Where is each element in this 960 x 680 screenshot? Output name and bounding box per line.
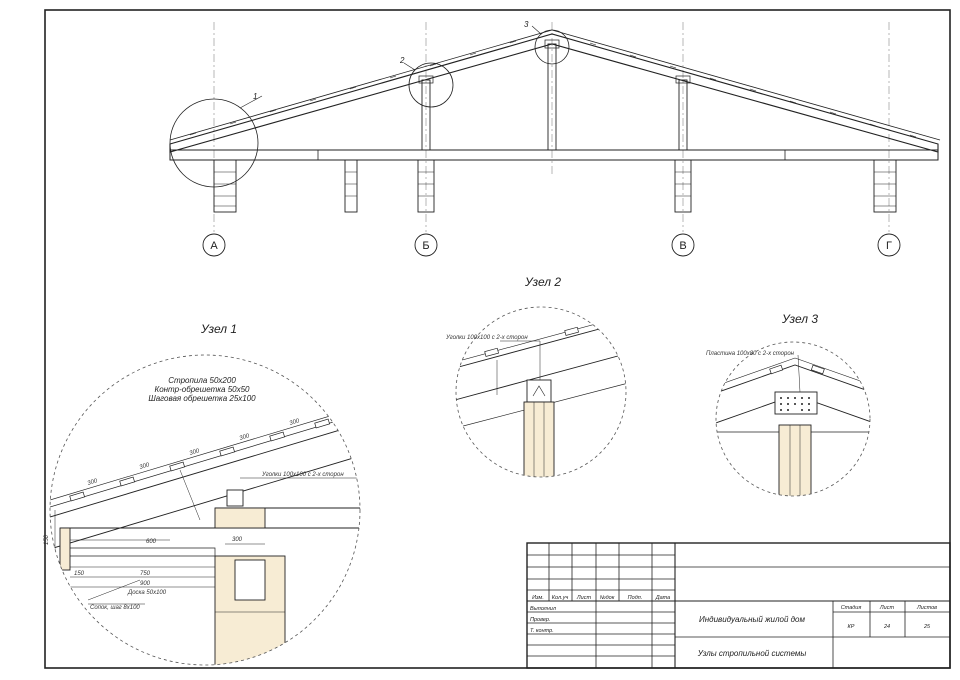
node1-dim-2: 300 [139,462,151,471]
node1-dim-5: 300 [289,418,301,427]
stamp-meta-stage-label: Стадия [841,605,862,611]
node2-detail: Уголки 100х100 с 2-х сторон [445,306,627,478]
node1-title: Узел 1 [200,322,237,336]
node1-dim-7: 150 [44,534,50,545]
node3-detail: Пластина 100х80 с 2-х сторон [706,341,871,497]
stamp-meta-sheets-value: 25 [923,624,931,630]
axis-label-a: А [210,240,218,252]
node1-detail: Стропила 50х200 Контр-обрешетка 50х50 Ша… [44,354,361,666]
stamp-meta-sheet-value: 24 [883,624,890,630]
node1-leader-label: Уголки 100х100 с 2-х сторон [261,472,344,478]
node1-dim-6: 600 [146,539,157,545]
node1-board-label: Доска 50х100 [127,590,167,596]
sheet-frame [44,9,951,669]
axis-label-v: В [679,240,686,252]
callout-2: 2 [399,56,405,65]
stamp-role-checker: Провер. [530,617,551,623]
node3-leader-label: Пластина 100х80 с 2-х сторон [706,351,795,357]
node1-dim-8: 750 [140,571,151,577]
stamp-meta-sheets-label: Листов [916,605,937,611]
stamp-role-author: Выполнил [530,606,556,612]
stamp-header-sheet: Лист [576,595,592,601]
axis-label-b: Б [422,240,429,252]
callout-3: 3 [524,20,529,29]
node1-dim-9: 900 [140,581,151,587]
node1-note-counter-batten: Контр-обрешетка 50х50 [154,385,250,394]
title-block [526,542,951,669]
node2-title: Узел 2 [524,275,561,289]
node1-dim-4: 300 [239,433,251,442]
stamp-role-control: Т. контр. [530,628,554,634]
node1-dim-3: 300 [189,448,201,457]
node3-title: Узел 3 [781,312,818,326]
stamp-header-date: Дата [655,595,671,601]
title-block-text: Изм. Кол.уч Лист №док Подп. Дата Выполни… [530,595,937,658]
stamp-header-doc: №док [600,595,615,601]
node1-dim-1: 300 [87,478,99,487]
stamp-header-sign: Подп. [628,595,643,601]
node2-leader-label: Уголки 100х100 с 2-х сторон [445,335,528,341]
stamp-meta-sheet-label: Лист [879,605,895,611]
stamp-meta-stage-value: КР [848,624,855,630]
node1-dim-11: 300 [232,537,243,543]
node1-note-rafter: Стропила 50х200 [168,376,236,385]
stamp-project-name: Индивидуальный жилой дом [699,615,805,624]
node1-pitch-label: Сопок, шаг 8х100 [90,605,140,611]
node1-dim-10: 150 [74,571,85,577]
callout-1: 1 [253,92,257,101]
axis-label-g: Г [886,240,892,252]
stamp-header-change: Изм. [532,595,544,601]
axis-markers: А Б В Г [202,233,901,257]
roof-elevation [169,22,941,232]
node1-note-batten: Шаговая обрешетка 25х100 [148,394,256,403]
stamp-header-qty: Кол.уч [552,595,569,601]
stamp-sheet-title: Узлы стропильной системы [697,649,807,658]
